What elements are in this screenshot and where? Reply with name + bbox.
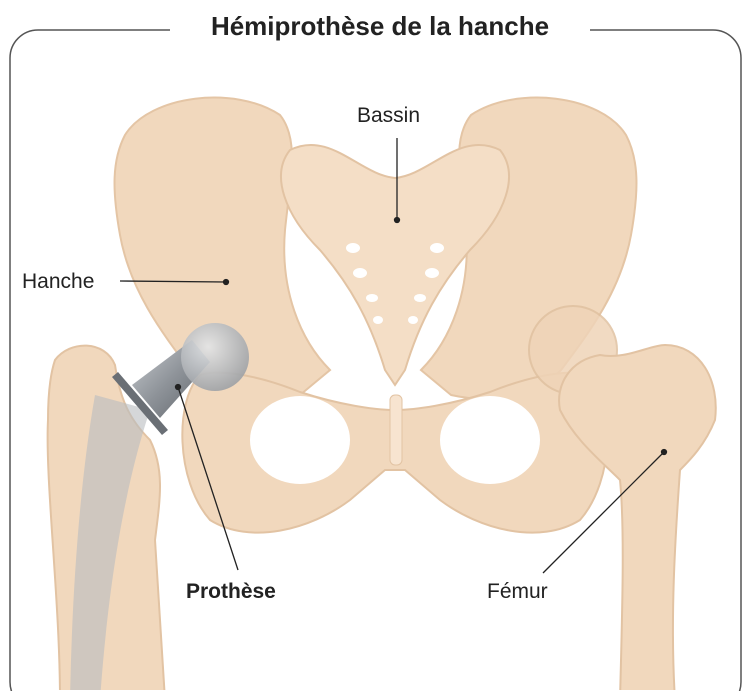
left-obturator-foramen [250, 396, 350, 484]
pubic-symphysis [390, 395, 402, 465]
diagram-title: Hémiprothèse de la hanche [170, 8, 590, 44]
right-obturator-foramen [440, 396, 540, 484]
label-femur: Fémur [487, 580, 548, 604]
prosthesis-head [181, 323, 249, 391]
label-prothese: Prothèse [186, 580, 276, 604]
label-bassin: Bassin [357, 104, 420, 128]
label-hanche: Hanche [22, 270, 94, 294]
